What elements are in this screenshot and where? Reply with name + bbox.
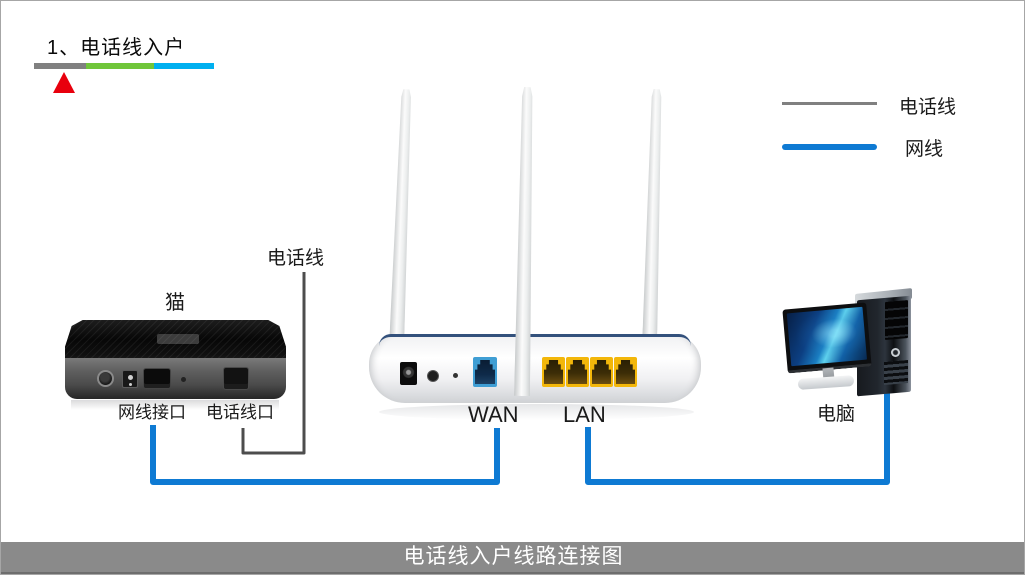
legend-phone-line-label: 电话线 — [899, 97, 957, 118]
router-lan-port-4 — [614, 357, 637, 387]
pc-power-button — [891, 348, 900, 357]
progress-segment-3 — [154, 63, 214, 69]
router-top-rim — [379, 334, 691, 346]
legend-network-cable-swatch — [782, 144, 877, 150]
rj45-socket-icon — [568, 360, 587, 384]
progress-segment-2 — [86, 63, 154, 69]
router-reset-hole — [453, 373, 458, 378]
modem-reset-hole — [181, 377, 186, 382]
modem-power-jack — [122, 370, 138, 388]
legend-network-cable-label: 网线 — [905, 139, 944, 160]
router-power-jack — [400, 362, 417, 385]
rj45-socket-icon — [475, 360, 495, 384]
router-lan-port-1 — [542, 357, 565, 387]
modem-network-port-label: 网线接口 — [118, 403, 186, 422]
rj45-socket-icon — [616, 360, 635, 384]
router-lan-label: LAN — [563, 402, 606, 427]
modem-rear-panel — [65, 358, 286, 399]
modem-top-shell — [65, 320, 286, 363]
router-lan-port-2 — [566, 357, 589, 387]
modem-network-port — [143, 368, 171, 389]
rj45-socket-icon — [544, 360, 563, 384]
modem-logo — [157, 334, 199, 344]
modem-phone-port-label: 电话线口 — [206, 403, 274, 422]
rj45-socket-icon — [592, 360, 611, 384]
network-cable-lan-to-computer — [585, 392, 890, 485]
router-wps-button — [427, 370, 439, 382]
phone-line-annotation: 电话线 — [267, 248, 325, 269]
progress-bar — [34, 63, 214, 69]
pc-vents — [884, 359, 908, 386]
pc-drive-bays — [885, 299, 908, 341]
modem-label: 猫 — [165, 292, 185, 314]
computer-device — [781, 288, 921, 399]
modem-device — [65, 320, 286, 399]
modem-reflection — [71, 400, 279, 410]
modem-phone-port — [223, 367, 249, 390]
caption-bar: 电话线入户线路连接图 — [1, 542, 1024, 572]
network-cable-modem-to-wan — [150, 425, 500, 485]
router-reflection — [379, 404, 694, 420]
step-title: 1、电话线入户 — [47, 37, 186, 59]
router-lan-port-3 — [590, 357, 613, 387]
router-wan-port — [473, 357, 497, 387]
router-device — [369, 334, 701, 403]
pc-keyboard — [797, 375, 855, 390]
legend-phone-line-swatch — [782, 102, 877, 105]
phone-line-cable — [241, 272, 306, 455]
computer-label: 电脑 — [817, 404, 856, 425]
caption-bar-bottom-strip — [1, 572, 1024, 574]
pc-screen — [786, 306, 868, 367]
modem-power-button — [97, 370, 114, 387]
pc-monitor — [782, 302, 872, 374]
progress-segment-1 — [34, 63, 86, 69]
router-wan-label: WAN — [468, 402, 519, 427]
